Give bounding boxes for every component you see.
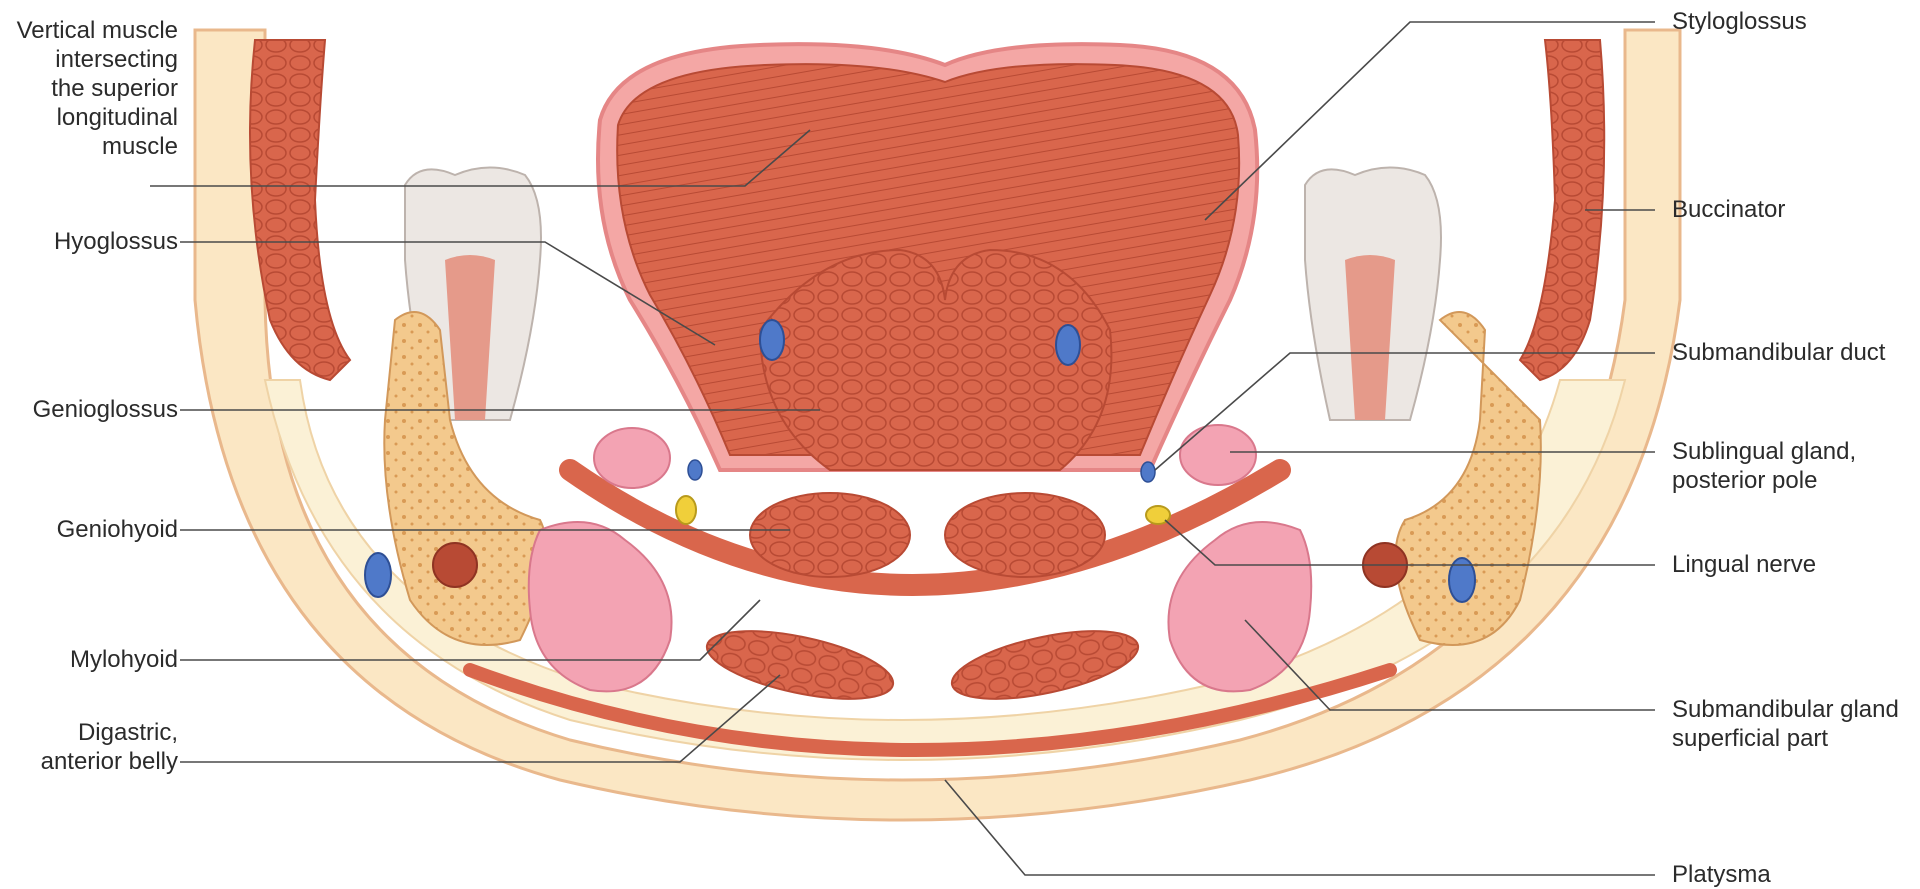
label-submandibular-duct: Submandibular duct (1672, 338, 1885, 367)
digastric-left (701, 618, 898, 712)
label-line: anterior belly (0, 747, 178, 776)
label-line: Hyoglossus (0, 227, 178, 256)
label-line: posterior pole (1672, 466, 1856, 495)
label-line: longitudinal (0, 103, 178, 132)
label-geniohyoid: Geniohyoid (0, 515, 178, 544)
digastric-right (946, 618, 1143, 712)
geniohyoid-left (750, 493, 910, 577)
label-lingual-nerve: Lingual nerve (1672, 550, 1816, 579)
label-digastric: Digastric, anterior belly (0, 718, 178, 776)
label-line: Platysma (1672, 860, 1771, 889)
label-buccinator: Buccinator (1672, 195, 1785, 224)
label-line: Buccinator (1672, 195, 1785, 224)
mandibular-canal-left (433, 543, 477, 587)
label-line: Vertical muscle (0, 16, 178, 45)
label-mylohyoid: Mylohyoid (0, 645, 178, 674)
label-line: Submandibular gland (1672, 695, 1899, 724)
genioglossus-fan (760, 250, 1111, 470)
submandibular-duct-left (688, 460, 702, 480)
label-line: superficial part (1672, 724, 1899, 753)
label-submandibular-gland: Submandibular gland superficial part (1672, 695, 1899, 753)
label-line: Geniohyoid (0, 515, 178, 544)
label-line: Styloglossus (1672, 7, 1807, 36)
facial-vein-left (365, 553, 391, 597)
sublingual-gland-right (1180, 425, 1256, 485)
label-hyoglossus: Hyoglossus (0, 227, 178, 256)
label-line: the superior (0, 74, 178, 103)
lingual-nerve-left (676, 496, 696, 524)
label-line: muscle (0, 132, 178, 161)
label-line: Genioglossus (0, 395, 178, 424)
label-line: Lingual nerve (1672, 550, 1816, 579)
label-line: Submandibular duct (1672, 338, 1885, 367)
submandibular-gland-left (529, 522, 672, 691)
label-line: intersecting (0, 45, 178, 74)
label-line: Digastric, (0, 718, 178, 747)
label-styloglossus: Styloglossus (1672, 7, 1807, 36)
sublingual-gland-left (594, 428, 670, 488)
label-line: Sublingual gland, (1672, 437, 1856, 466)
label-sublingual-gland: Sublingual gland, posterior pole (1672, 437, 1856, 495)
tongue-vessel-left (760, 320, 784, 360)
label-line: Mylohyoid (0, 645, 178, 674)
label-platysma: Platysma (1672, 860, 1771, 889)
geniohyoid-right (945, 493, 1105, 577)
label-genioglossus: Genioglossus (0, 395, 178, 424)
submandibular-duct-right (1141, 462, 1155, 482)
tongue-vessel-right (1056, 325, 1080, 365)
label-vertical-muscle: Vertical muscle intersecting the superio… (0, 16, 178, 161)
